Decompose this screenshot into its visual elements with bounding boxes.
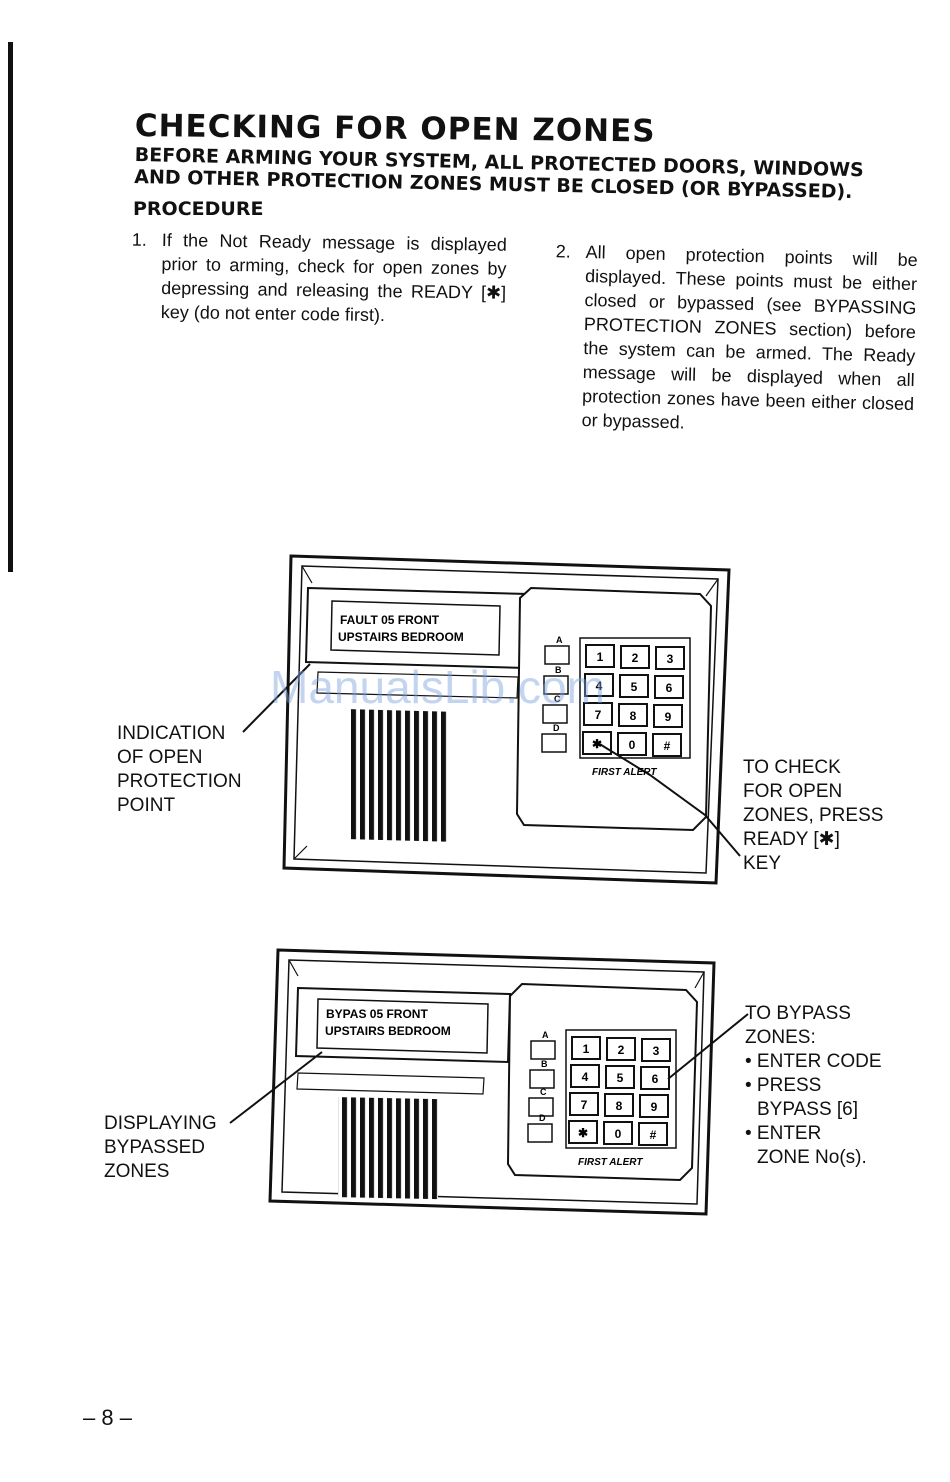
fig2-left-callout-line: BYPASSED bbox=[104, 1137, 206, 1158]
fig1-key-c-label: C bbox=[554, 694, 561, 704]
fig1-key-8: 8 bbox=[630, 709, 637, 723]
binding-edge bbox=[8, 42, 13, 572]
fig1-key-b-label: B bbox=[555, 665, 562, 675]
fig1-left-leader bbox=[242, 663, 311, 733]
fig1-display-line-2: UPSTAIRS BEDROOM bbox=[338, 630, 464, 644]
procedure-heading: PROCEDURE bbox=[133, 198, 264, 220]
fig1-right-callout-line: READY [✱] bbox=[743, 829, 840, 850]
fig2-left-callout-line: DISPLAYING bbox=[104, 1113, 217, 1134]
fig2-right-callout-line: ZONES: bbox=[745, 1027, 816, 1048]
fig2-key-b-label: B bbox=[541, 1059, 548, 1069]
fig2-key-2: 2 bbox=[618, 1043, 625, 1057]
fig1-left-callout: INDICATION OF OPEN PROTECTION POINT bbox=[117, 722, 242, 818]
fig1-key-4: 4 bbox=[596, 679, 603, 693]
fig1-brand: FIRST ALERT bbox=[592, 767, 657, 778]
fig2-key-7: 7 bbox=[581, 1098, 588, 1112]
fig2-right-callout: TO BYPASS ZONES: • ENTER CODE • PRESS BY… bbox=[745, 1002, 882, 1170]
figure-1-keypad bbox=[282, 554, 731, 885]
fig2-key-3: 3 bbox=[653, 1044, 660, 1058]
fig1-left-callout-line: INDICATION bbox=[117, 723, 226, 744]
fig1-display-line-1: FAULT 05 FRONT bbox=[340, 613, 440, 627]
page-number: – 8 – bbox=[83, 1405, 132, 1430]
fig2-key-hash: # bbox=[650, 1128, 657, 1142]
fig1-right-callout-line: FOR OPEN bbox=[743, 781, 843, 802]
fig1-key-6: 6 bbox=[666, 681, 673, 695]
fig2-right-callout-line: TO BYPASS bbox=[745, 1003, 851, 1024]
fig1-right-callout-line: ZONES, PRESS bbox=[743, 805, 884, 826]
fig2-key-4: 4 bbox=[582, 1070, 589, 1084]
fig2-left-leader bbox=[229, 1051, 323, 1124]
fig1-key-7: 7 bbox=[595, 708, 602, 722]
fig1-key-hash: # bbox=[664, 739, 671, 753]
fig1-key-9: 9 bbox=[665, 710, 672, 724]
fig2-key-5: 5 bbox=[617, 1071, 624, 1085]
fig1-key-2: 2 bbox=[632, 651, 639, 665]
fig2-left-callout-line: ZONES bbox=[104, 1161, 170, 1182]
fig2-display-line-1: BYPAS 05 FRONT bbox=[326, 1007, 428, 1021]
fig2-left-callout: DISPLAYING BYPASSED ZONES bbox=[104, 1112, 217, 1184]
watermark: ManualsLib.com bbox=[270, 661, 605, 713]
fig2-key-c-label: C bbox=[540, 1087, 547, 1097]
fig1-key-d-label: D bbox=[553, 723, 560, 733]
figure-2-keypad bbox=[268, 948, 716, 1216]
fig2-right-callout-line: • ENTER CODE bbox=[745, 1051, 882, 1072]
fig1-right-callout-line: KEY bbox=[743, 853, 782, 874]
fig1-key-a-label: A bbox=[556, 635, 563, 645]
fig2-key-1: 1 bbox=[583, 1042, 590, 1056]
fig2-key-a-label: A bbox=[542, 1030, 549, 1040]
fig2-key-9: 9 bbox=[651, 1100, 658, 1114]
fig2-right-leader bbox=[667, 1013, 749, 1080]
fig2-key-star: ✱ bbox=[578, 1126, 588, 1140]
fig1-key-0: 0 bbox=[629, 738, 636, 752]
fig1-key-1: 1 bbox=[597, 650, 604, 664]
fig1-key-5: 5 bbox=[631, 680, 638, 694]
fig1-key-star: ✱ bbox=[592, 737, 602, 751]
fig2-right-callout-line: ZONE No(s). bbox=[757, 1147, 867, 1168]
fig1-left-callout-line: POINT bbox=[117, 795, 176, 816]
fig1-right-callout: TO CHECK FOR OPEN ZONES, PRESS READY [✱]… bbox=[743, 756, 883, 876]
fig2-right-callout-line: BYPASS [6] bbox=[757, 1099, 859, 1120]
fig2-key-6: 6 bbox=[652, 1072, 659, 1086]
fig1-key-3: 3 bbox=[667, 652, 674, 666]
fig2-right-callout-line: • ENTER bbox=[745, 1123, 822, 1144]
fig2-key-d-label: D bbox=[539, 1113, 546, 1123]
fig2-right-callout-line: • PRESS bbox=[745, 1075, 822, 1096]
fig2-brand: FIRST ALERT bbox=[578, 1157, 643, 1168]
fig1-left-callout-line: OF OPEN bbox=[117, 747, 203, 768]
fig1-right-callout-line: TO CHECK bbox=[743, 757, 841, 778]
fig2-display-line-2: UPSTAIRS BEDROOM bbox=[325, 1024, 451, 1038]
fig2-key-0: 0 bbox=[615, 1127, 622, 1141]
fig1-left-callout-line: PROTECTION bbox=[117, 771, 242, 792]
fig2-key-8: 8 bbox=[616, 1099, 623, 1113]
fig1-right-leader bbox=[597, 742, 741, 857]
